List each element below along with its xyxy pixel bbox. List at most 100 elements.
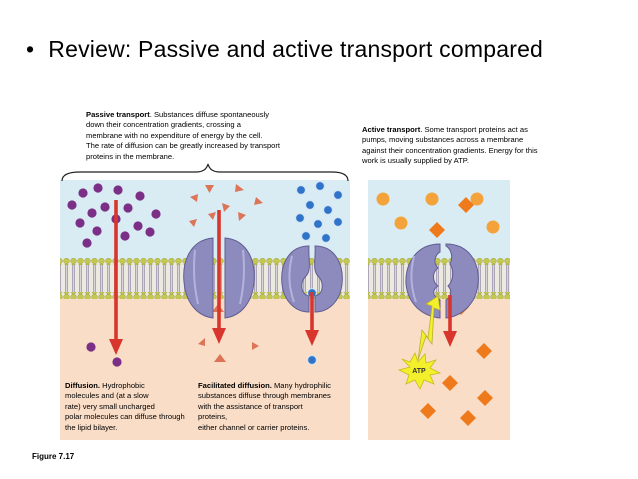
title-text: Review: Passive and active transport com… — [48, 36, 544, 62]
triangle-solute — [189, 219, 197, 227]
triangle-solute — [205, 185, 214, 193]
blue-molecule — [323, 205, 333, 215]
passive-heading: Passive transport — [86, 110, 150, 119]
blue-molecule — [321, 233, 331, 243]
diffusion-molecules — [67, 183, 161, 367]
passive-line: down their concentration gradients, cros… — [86, 120, 241, 130]
orange-diamond — [476, 343, 492, 359]
carrier-protein — [281, 245, 343, 313]
facilitated-line: proteins, — [198, 412, 228, 422]
channel-protein — [183, 237, 255, 319]
orange-diamond — [429, 222, 445, 238]
triangle-solute — [208, 212, 216, 220]
facilitated-caption: Facilitated diffusion. Many hydrophilic … — [198, 381, 331, 433]
passive-line: The rate of diffusion can be greatly inc… — [86, 141, 281, 151]
active-heading: Active transport — [362, 125, 421, 134]
passive-cytoplasm — [60, 298, 350, 440]
passive-brace — [61, 163, 349, 182]
purple-molecule — [87, 208, 97, 218]
purple-molecule — [120, 231, 130, 241]
blue-molecule — [295, 213, 305, 223]
purple-molecule — [123, 203, 133, 213]
purple-molecule — [75, 218, 85, 228]
title-bullet: • — [26, 36, 35, 62]
orange-sphere — [470, 192, 484, 206]
active-lipid-heads-bottom — [368, 292, 510, 299]
passive-line: proteins in the membrane. — [86, 151, 175, 161]
triangle-solute — [254, 197, 263, 205]
purple-molecule — [145, 227, 155, 237]
orange-diamond — [458, 197, 474, 213]
purple-molecule — [92, 226, 102, 236]
diffusion-line: Hydrophobic — [100, 381, 145, 390]
diffusion-line: rate) very small uncharged — [65, 401, 155, 411]
triangle-solute — [252, 342, 259, 350]
diffusion-line: the lipid bilayer. — [65, 422, 118, 432]
active-cytoplasm — [368, 298, 510, 440]
active-caption: Active transport. Some transport protein… — [362, 125, 538, 167]
orange-diamond — [477, 390, 493, 406]
atp-label: ATP — [412, 368, 426, 375]
blue-molecule — [296, 185, 306, 195]
diffusion-heading: Diffusion. — [65, 381, 101, 390]
triangle-solute — [190, 194, 198, 202]
blue-molecule — [313, 219, 323, 229]
orange-sphere — [394, 216, 408, 230]
carrier-solutes — [295, 181, 343, 365]
orange-sphere — [425, 192, 439, 206]
blue-molecule — [305, 200, 315, 210]
facilitated-line: with the assistance of transport — [198, 401, 303, 411]
atp-burst — [397, 352, 442, 390]
active-lipid-heads-top — [368, 258, 510, 265]
purple-molecule — [100, 202, 110, 212]
channel-arrow — [212, 210, 226, 344]
diffusion-line: polar molecules can diffuse through — [65, 412, 185, 422]
orange-diamond — [460, 410, 476, 426]
diffusion-line: molecules and (at a slow — [65, 391, 149, 401]
orange-diamond — [442, 375, 458, 391]
facilitated-line: substances diffuse through membranes — [198, 391, 331, 401]
purple-molecule — [151, 209, 161, 219]
orange-sphere — [376, 192, 390, 206]
active-arrow — [443, 295, 457, 347]
purple-molecule — [93, 183, 103, 193]
slide-title: • Review: Passive and active transport co… — [26, 36, 543, 63]
active-panel — [368, 180, 510, 440]
triangle-solute — [198, 338, 205, 346]
active-line: . Some transport proteins act as — [420, 125, 528, 134]
figure-label: Figure 7.17 — [32, 452, 75, 461]
triangle-solute — [214, 354, 226, 362]
purple-molecule — [135, 191, 145, 201]
triangle-solute — [222, 203, 230, 212]
purple-molecule — [113, 185, 123, 195]
orange-diamond — [420, 403, 436, 419]
purple-molecule — [67, 200, 77, 210]
purple-molecule — [86, 342, 96, 352]
triangle-solute — [235, 184, 244, 192]
purple-molecule — [133, 221, 143, 231]
blue-molecule — [333, 217, 343, 227]
active-pump-protein — [405, 243, 479, 319]
blue-molecule — [315, 181, 325, 191]
purple-molecule — [112, 357, 122, 367]
purple-molecule — [82, 238, 92, 248]
carrier-arrow — [305, 292, 319, 346]
passive-line: membrane with no expenditure of energy b… — [86, 130, 263, 140]
active-line: work is usually supplied by ATP. — [362, 156, 469, 166]
facilitated-line: either channel or carrier proteins. — [198, 422, 310, 432]
blue-molecule — [307, 355, 317, 365]
blue-molecule — [301, 231, 311, 241]
facilitated-line: Many hydrophilic — [271, 381, 331, 390]
passive-line: . Substances diffuse spontaneously — [149, 110, 270, 119]
diffusion-arrow — [109, 200, 123, 355]
purple-molecule — [78, 188, 88, 198]
passive-caption: Passive transport. Substances diffuse sp… — [86, 110, 280, 162]
triangle-solute — [238, 212, 246, 221]
active-line: against their concentration gradients. E… — [362, 145, 538, 155]
orange-sphere — [486, 220, 500, 234]
facilitated-heading: Facilitated diffusion. — [198, 381, 272, 390]
blue-molecule — [333, 190, 343, 200]
active-line: pumps, moving substances across a membra… — [362, 135, 524, 145]
active-lipid-tails — [368, 264, 510, 294]
